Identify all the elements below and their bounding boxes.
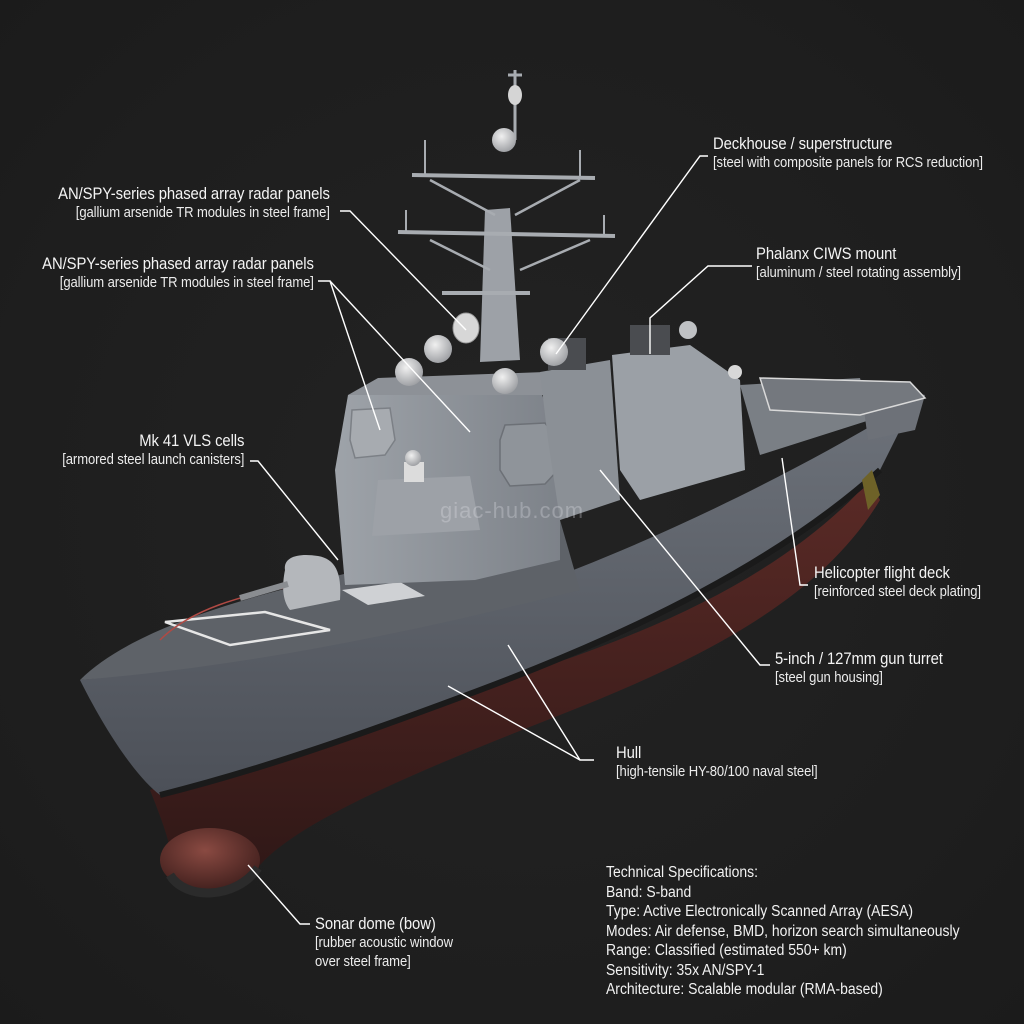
label-sonar: Sonar dome (bow) [rubber acoustic window… [315, 915, 453, 972]
label-title: 5-inch / 127mm gun turret [775, 650, 943, 668]
label-spy-radar-2: AN/SPY-series phased array radar panels … [42, 255, 314, 293]
label-material: [aluminum / steel rotating assembly] [756, 265, 961, 281]
label-material: [armored steel launch canisters] [61, 452, 244, 468]
spec-line: Sensitivity: 35x AN/SPY-1 [606, 961, 765, 979]
label-material: [gallium arsenide TR modules in steel fr… [59, 275, 314, 291]
label-helo-deck: Helicopter flight deck [reinforced steel… [814, 564, 981, 602]
spec-line: Type: Active Electronically Scanned Arra… [606, 903, 914, 920]
leader-phalanx [649, 265, 752, 354]
label-gun: 5-inch / 127mm gun turret [steel gun hou… [775, 650, 943, 688]
label-phalanx: Phalanx CIWS mount [aluminum / steel rot… [756, 245, 961, 283]
leader-sonar [247, 864, 310, 925]
technical-specifications: Technical Specifications: Band: S-band T… [606, 863, 960, 1000]
mast-shape [397, 70, 616, 362]
label-title: Deckhouse / superstructure [713, 135, 893, 153]
forward-superstructure [335, 372, 560, 585]
label-material: over steel frame] [315, 954, 411, 970]
label-vls: Mk 41 VLS cells [armored steel launch ca… [62, 432, 244, 470]
label-material: [steel gun housing] [775, 670, 883, 686]
leader-helo-deck [781, 457, 808, 586]
spec-line: Modes: Air defense, BMD, horizon search … [606, 922, 960, 940]
aft-superstructure [540, 321, 927, 520]
spec-line: Architecture: Scalable modular (RMA-base… [606, 981, 883, 998]
leader-lines [247, 155, 808, 925]
label-hull: Hull [high-tensile HY-80/100 naval steel… [616, 744, 818, 782]
label-spy-radar-1: AN/SPY-series phased array radar panels … [58, 185, 330, 223]
spec-line: Range: Classified (estimated 550+ km) [606, 942, 847, 959]
label-title: Helicopter flight deck [814, 564, 950, 582]
leader-spy-radar-2b [329, 280, 471, 433]
label-material: [high-tensile HY-80/100 naval steel] [616, 764, 818, 780]
label-title: Sonar dome (bow) [315, 915, 436, 933]
label-material: [gallium arsenide TR modules in steel fr… [75, 205, 330, 221]
leader-gun [599, 469, 770, 666]
label-title: Phalanx CIWS mount [756, 245, 897, 263]
label-title: AN/SPY-series phased array radar panels [42, 255, 314, 273]
watermark: giac-hub.com [440, 498, 585, 523]
helicopter-deck-shape [758, 377, 927, 416]
leader-hull-b [447, 685, 581, 761]
sonar-dome-shape [160, 828, 260, 892]
leader-deckhouse [555, 155, 708, 355]
spec-line: Band: S-band [606, 883, 692, 901]
gun-turret-shape [239, 554, 341, 610]
label-title: Mk 41 VLS cells [138, 432, 244, 450]
specs-heading: Technical Specifications: [606, 864, 758, 881]
underwater-hull [150, 480, 880, 888]
leader-spy-radar-1 [340, 210, 467, 331]
vls-cells-shape [342, 582, 425, 605]
leader-vls [250, 460, 339, 561]
label-material: [reinforced steel deck plating] [814, 584, 981, 600]
label-deckhouse: Deckhouse / superstructure [steel with c… [713, 135, 983, 173]
label-material: [rubber acoustic window [315, 935, 453, 951]
label-title: Hull [616, 744, 642, 762]
label-material: [steel with composite panels for RCS red… [713, 155, 983, 171]
label-title: AN/SPY-series phased array radar panels [58, 185, 330, 203]
